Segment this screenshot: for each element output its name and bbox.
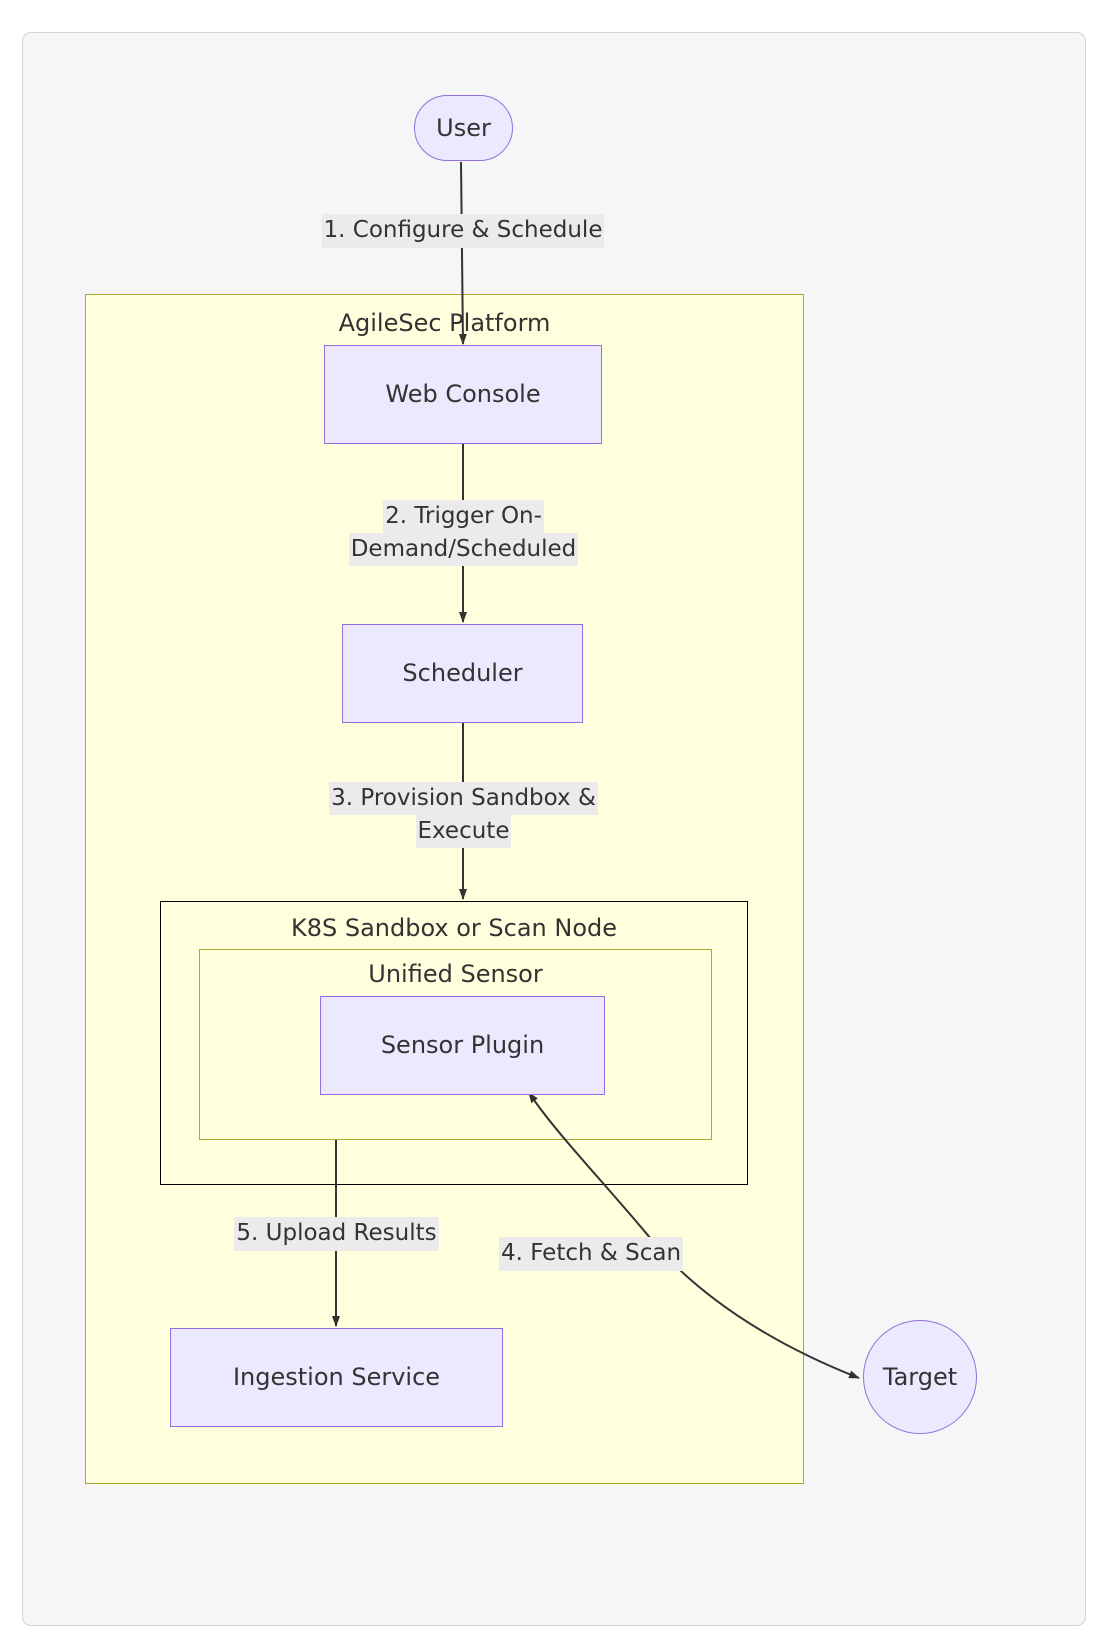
- node-web-console-label: Web Console: [385, 380, 541, 409]
- node-ingestion-service[interactable]: Ingestion Service: [170, 1328, 503, 1427]
- cluster-unified-sensor-label: Unified Sensor: [368, 960, 543, 988]
- node-scheduler-label: Scheduler: [402, 659, 523, 688]
- cluster-k8s-sandbox-label: K8S Sandbox or Scan Node: [290, 914, 618, 942]
- cluster-agilesec-platform-label: AgileSec Platform: [338, 309, 551, 337]
- node-target[interactable]: Target: [863, 1320, 977, 1434]
- node-target-label: Target: [882, 1362, 958, 1391]
- node-web-console[interactable]: Web Console: [324, 345, 602, 444]
- node-sensor-plugin[interactable]: Sensor Plugin: [320, 996, 605, 1095]
- node-ingestion-service-label: Ingestion Service: [232, 1363, 441, 1392]
- node-user[interactable]: User: [414, 95, 513, 161]
- node-user-label: User: [436, 113, 491, 142]
- node-sensor-plugin-label: Sensor Plugin: [380, 1031, 545, 1060]
- node-scheduler[interactable]: Scheduler: [342, 624, 583, 723]
- cluster-agilesec-platform: AgileSec Platform: [85, 294, 804, 1484]
